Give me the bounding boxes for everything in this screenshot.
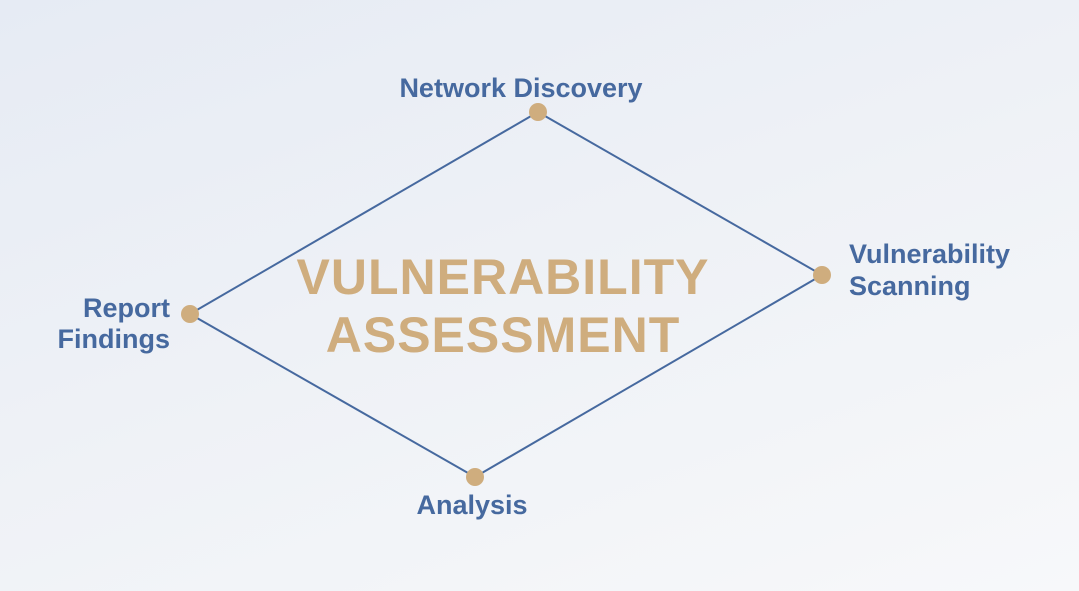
node-dot-vulnerability-scanning	[813, 266, 831, 284]
center-title: VULNERABILITY ASSESSMENT	[297, 249, 710, 363]
node-dot-network-discovery	[529, 103, 547, 121]
center-title-line-1: VULNERABILITY	[297, 249, 710, 305]
diagram-edges	[189, 111, 823, 478]
center-title-line-2: ASSESSMENT	[326, 307, 681, 363]
node-label-analysis: Analysis	[416, 490, 527, 520]
edge-report-findings-to-network-discovery	[189, 111, 539, 315]
node-analysis: Analysis	[416, 468, 528, 520]
node-dot-analysis	[466, 468, 484, 486]
node-label-report-findings-line-2: Findings	[58, 324, 170, 354]
node-label-report-findings-line-1: Report	[83, 293, 170, 323]
node-vulnerability-scanning: Vulnerability Scanning	[813, 239, 1010, 301]
node-dot-report-findings	[181, 305, 199, 323]
edge-analysis-to-report-findings	[189, 313, 476, 478]
node-label-vulnerability-scanning-line-2: Scanning	[849, 271, 971, 301]
node-label-network-discovery: Network Discovery	[399, 73, 642, 103]
node-report-findings: Report Findings	[58, 293, 199, 354]
edge-vulnerability-scanning-to-analysis	[474, 274, 823, 478]
node-label-vulnerability-scanning-line-1: Vulnerability	[849, 239, 1010, 269]
node-network-discovery: Network Discovery	[399, 73, 643, 121]
edge-network-discovery-to-vulnerability-scanning	[537, 111, 823, 276]
